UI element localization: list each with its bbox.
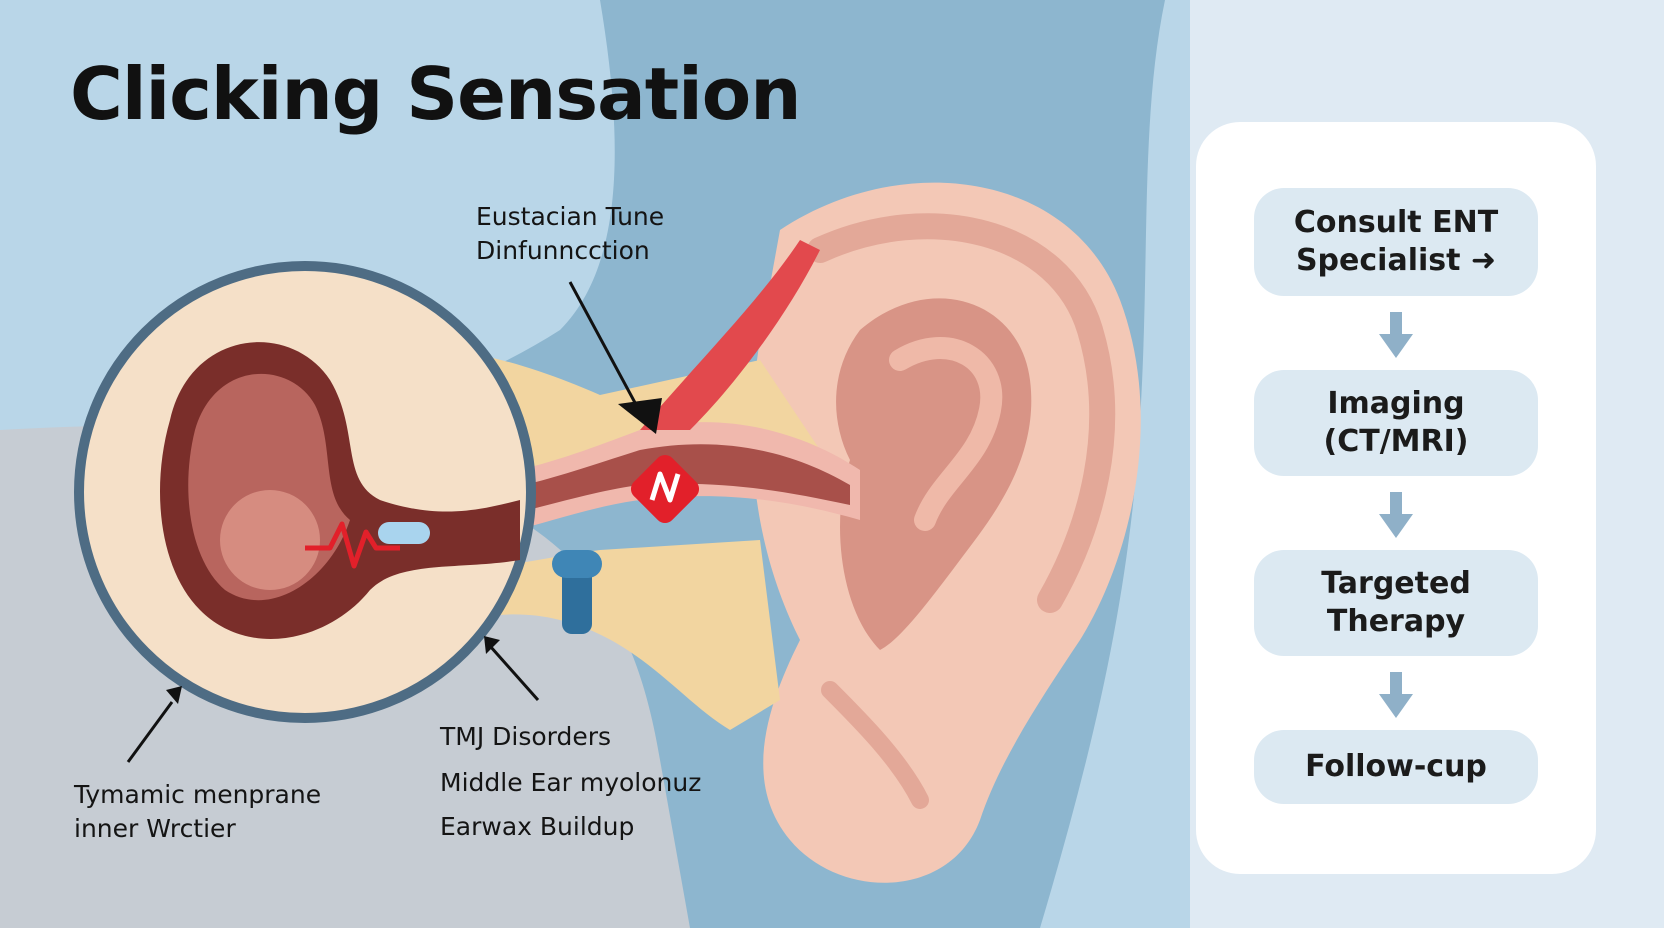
eustachian-pointer-line xyxy=(568,281,642,413)
pathway-step-therapy: Targeted Therapy xyxy=(1254,550,1538,656)
eustachian-tube-valve xyxy=(562,560,592,634)
canal-highlight xyxy=(640,240,820,430)
pathway-step-label: Consult ENT Specialist ➜ xyxy=(1293,205,1499,278)
pathway-step-consult: Consult ENT Specialist ➜ xyxy=(1254,188,1538,296)
ear-lobe-shadow xyxy=(821,681,929,809)
pathway-step-label: Imaging (CT/MRI) xyxy=(1323,386,1469,459)
pathway-step-imaging: Imaging (CT/MRI) xyxy=(1254,370,1538,476)
tympanic-membrane xyxy=(220,490,320,590)
down-arrow-icon xyxy=(1379,492,1413,538)
cause-tmj-label: TMJ Disorders xyxy=(440,722,612,751)
ossicle-highlight xyxy=(378,522,430,544)
causes-pointer-line xyxy=(488,645,540,701)
tympanic-pointer-line xyxy=(126,701,174,763)
pathway-step-label: Targeted Therapy xyxy=(1321,566,1471,639)
cause-middle-ear-label: Middle Ear myolonuz xyxy=(440,768,702,797)
ear-antihelix xyxy=(889,337,1003,531)
cause-earwax-label: Earwax Buildup xyxy=(440,812,635,841)
click-alert-icon-glyph xyxy=(649,471,681,503)
page-title: Clicking Sensation xyxy=(70,52,802,136)
eustachian-tube-valve-cap xyxy=(552,550,602,578)
pathway-step-label: Follow-cup xyxy=(1305,749,1487,784)
down-arrow-icon xyxy=(1379,312,1413,358)
pulse-waveform-icon xyxy=(305,521,400,569)
down-arrow-icon xyxy=(1379,672,1413,718)
ear-pinna-rim-shadow xyxy=(807,213,1116,613)
tympanic-pointer-head xyxy=(166,686,182,704)
tympanic-membrane-label: Tymamic menprane inner Wrctier xyxy=(74,780,322,843)
eustachian-tube-label: Eustacian Tune Dinfunncction xyxy=(476,202,665,265)
eustachian-pointer-head xyxy=(618,398,662,434)
care-pathway-panel: Consult ENT Specialist ➜ Imaging (CT/MRI… xyxy=(1196,122,1596,874)
pathway-step-follow-up: Follow-cup xyxy=(1254,730,1538,804)
causes-pointer-head xyxy=(484,636,500,654)
